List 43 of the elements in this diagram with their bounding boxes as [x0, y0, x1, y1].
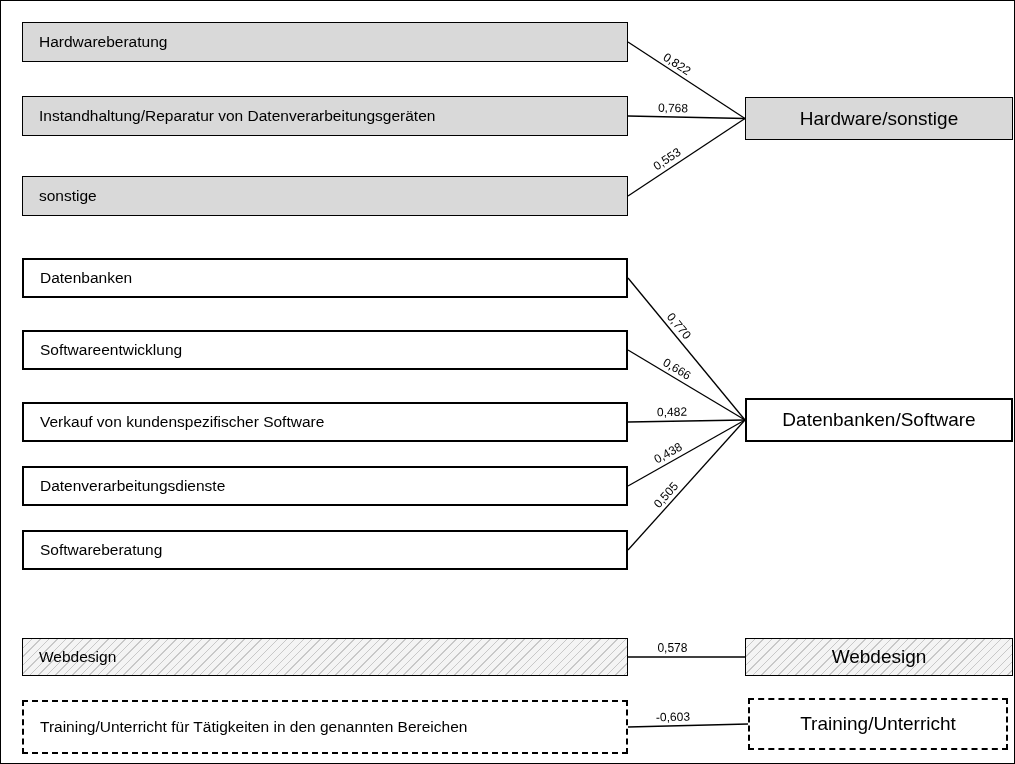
dashed-box: [748, 698, 1008, 750]
box-label: Datenverarbeitungsdienste: [40, 476, 226, 496]
box-label: Datenbanken/Software: [782, 408, 976, 432]
connector-line: [627, 41, 746, 120]
box-label: Webdesign: [831, 645, 927, 669]
edge-label: 0,438: [652, 440, 685, 466]
connector-line: [627, 349, 746, 421]
category-box: [22, 176, 628, 216]
connector-line: [627, 117, 746, 197]
edge-label: 0,768: [657, 101, 688, 115]
category-box: [745, 97, 1013, 140]
box-label: Softwareentwicklung: [40, 340, 183, 360]
connector-line: [627, 115, 746, 120]
connector-line: [627, 419, 746, 487]
edge-label: 0,578: [657, 642, 688, 654]
edge-label: 0,482: [657, 406, 688, 419]
edge-label: -0,603: [656, 710, 691, 724]
connector-line: [627, 277, 746, 421]
category-box: [22, 22, 628, 62]
dashed-box: [22, 700, 628, 754]
box-label: Hardware/sonstige: [799, 106, 959, 131]
box-label: Training/Unterricht für Tätigkeiten in den genannten Bereichen: [40, 717, 468, 737]
box-label: sonstige: [39, 186, 97, 206]
connector-line: [627, 419, 746, 551]
connector-line: [627, 723, 749, 728]
category-box: [22, 258, 628, 298]
category-box: [745, 398, 1013, 442]
hatched-box: [745, 638, 1013, 676]
box-label: Webdesign: [39, 647, 117, 667]
hatched-box: [22, 638, 628, 676]
connector-line: [627, 656, 746, 658]
category-box: [22, 330, 628, 370]
connector-line: [627, 419, 746, 423]
box-label: Datenbanken: [40, 268, 133, 288]
box-label: Instandhaltung/Reparatur von Datenverarbeitungsgeräten: [39, 106, 436, 126]
box-label: Softwareberatung: [40, 540, 163, 560]
category-box: [22, 530, 628, 570]
category-box: [22, 466, 628, 506]
box-label: Training/Unterricht: [800, 712, 956, 736]
category-box: [22, 96, 628, 136]
box-label: Verkauf von kundenspezifischer Software: [40, 412, 325, 432]
category-box: [22, 402, 628, 442]
box-label: Hardwareberatung: [39, 32, 168, 52]
